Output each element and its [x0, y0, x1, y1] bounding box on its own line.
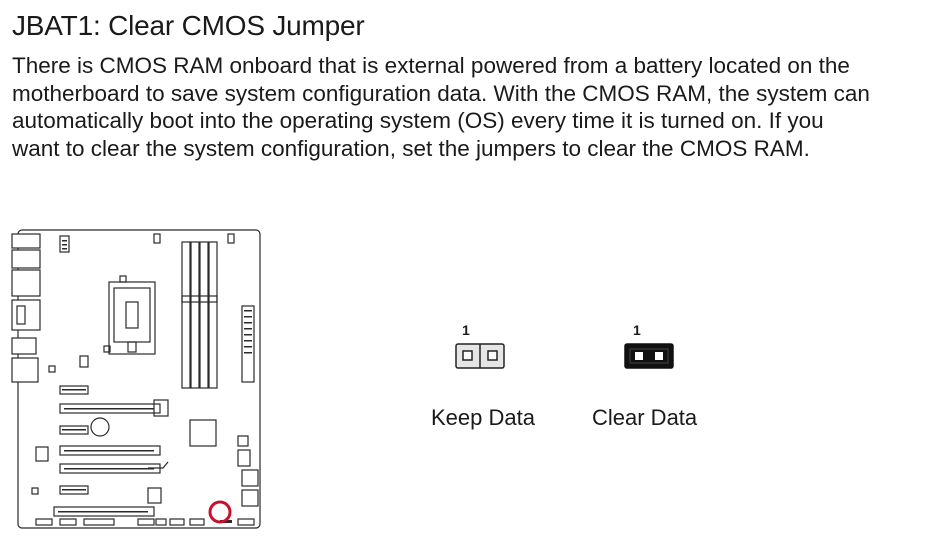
cpu-retention	[103, 345, 111, 353]
keep-data-label: Keep Data	[431, 405, 535, 430]
dimm-latch	[181, 295, 218, 303]
paragraph-line: motherboard to save system configuration…	[12, 80, 870, 106]
board-outline	[17, 229, 261, 529]
fan-header	[227, 233, 235, 244]
cpu-socket-core	[125, 301, 139, 329]
keep-pin1-label: 1	[462, 322, 470, 338]
io-port	[11, 269, 41, 297]
clear-data-label: Clear Data	[592, 405, 698, 430]
cpu-retention	[127, 341, 137, 353]
pcie-slot	[59, 403, 161, 414]
bottom-header	[83, 518, 115, 526]
io-port	[11, 233, 41, 249]
bottom-header	[155, 518, 167, 526]
pcie-latch	[153, 399, 169, 417]
atx-power-connector	[241, 305, 255, 383]
chipset	[189, 419, 217, 447]
red-circle-marker	[208, 500, 232, 524]
motherboard-diagram	[11, 229, 261, 529]
cpu-socket	[108, 281, 156, 355]
io-chip	[31, 487, 39, 495]
sata-connector	[241, 489, 259, 507]
dimm-slot	[199, 241, 209, 389]
bottom-header	[59, 518, 77, 526]
pcie-slot	[59, 425, 89, 435]
bottom-header	[137, 518, 155, 526]
paragraph-line: automatically boot into the operating sy…	[12, 108, 824, 133]
pcie-slot	[53, 506, 155, 517]
bottom-header	[169, 518, 185, 526]
io-port	[16, 305, 26, 325]
pcie-slot	[59, 385, 89, 395]
pcie-slot	[59, 485, 89, 495]
sata-connector	[237, 449, 251, 467]
paragraph-line: There is CMOS RAM onboard that is extern…	[12, 53, 850, 78]
description-paragraph: There is CMOS RAM onboard that is extern…	[12, 52, 922, 162]
pcie-latch-bracket	[148, 461, 169, 469]
io-chip	[35, 446, 49, 462]
section-title: JBAT1: Clear CMOS Jumper	[12, 10, 365, 41]
cpu-socket-inner	[113, 287, 151, 343]
clear-data-jumper-icon	[624, 343, 674, 369]
sata-connector	[241, 469, 259, 487]
paragraph-line: want to clear the system configuration, …	[12, 135, 810, 161]
fan-header	[153, 233, 161, 244]
io-port	[11, 299, 41, 331]
bottom-header	[189, 518, 205, 526]
dimm-slot	[190, 241, 200, 389]
front-header	[79, 355, 89, 368]
dimm-slot	[208, 241, 218, 389]
clear-pin1-label: 1	[633, 322, 641, 338]
pcie-slot	[59, 445, 161, 456]
io-port	[11, 337, 37, 355]
sata-connector	[237, 435, 249, 447]
cpu-retention	[119, 275, 127, 283]
bottom-header	[35, 518, 53, 526]
io-port	[48, 365, 56, 373]
pcie-slot	[147, 487, 162, 504]
keep-data-jumper-icon	[455, 343, 505, 369]
cmos-battery	[90, 417, 110, 437]
io-port	[11, 357, 39, 383]
io-port	[11, 249, 41, 269]
fan-header	[59, 235, 70, 253]
bottom-header	[237, 518, 255, 526]
dimm-slot	[181, 241, 191, 389]
